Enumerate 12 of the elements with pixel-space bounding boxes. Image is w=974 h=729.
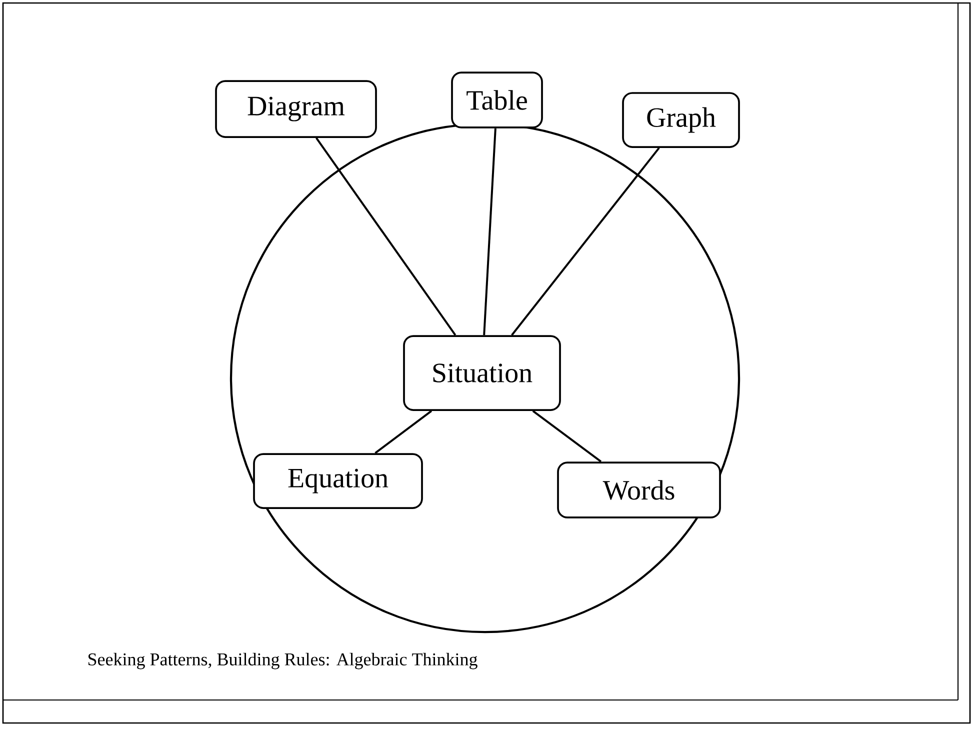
connector-line [316, 137, 456, 336]
node-box: Graph [622, 92, 740, 148]
connector-line [532, 410, 602, 462]
connector-line [511, 147, 660, 336]
node-box: Situation [403, 335, 561, 411]
connector-line [483, 128, 496, 336]
node-box: Equation [253, 453, 423, 509]
node-box: Words [557, 462, 721, 518]
footer-text: Seeking Patterns, Building Rules: Algebraic Thinking [88, 652, 478, 670]
node-box: Diagram [215, 80, 377, 138]
node-box: Table [451, 72, 543, 128]
connector-line [374, 410, 432, 454]
